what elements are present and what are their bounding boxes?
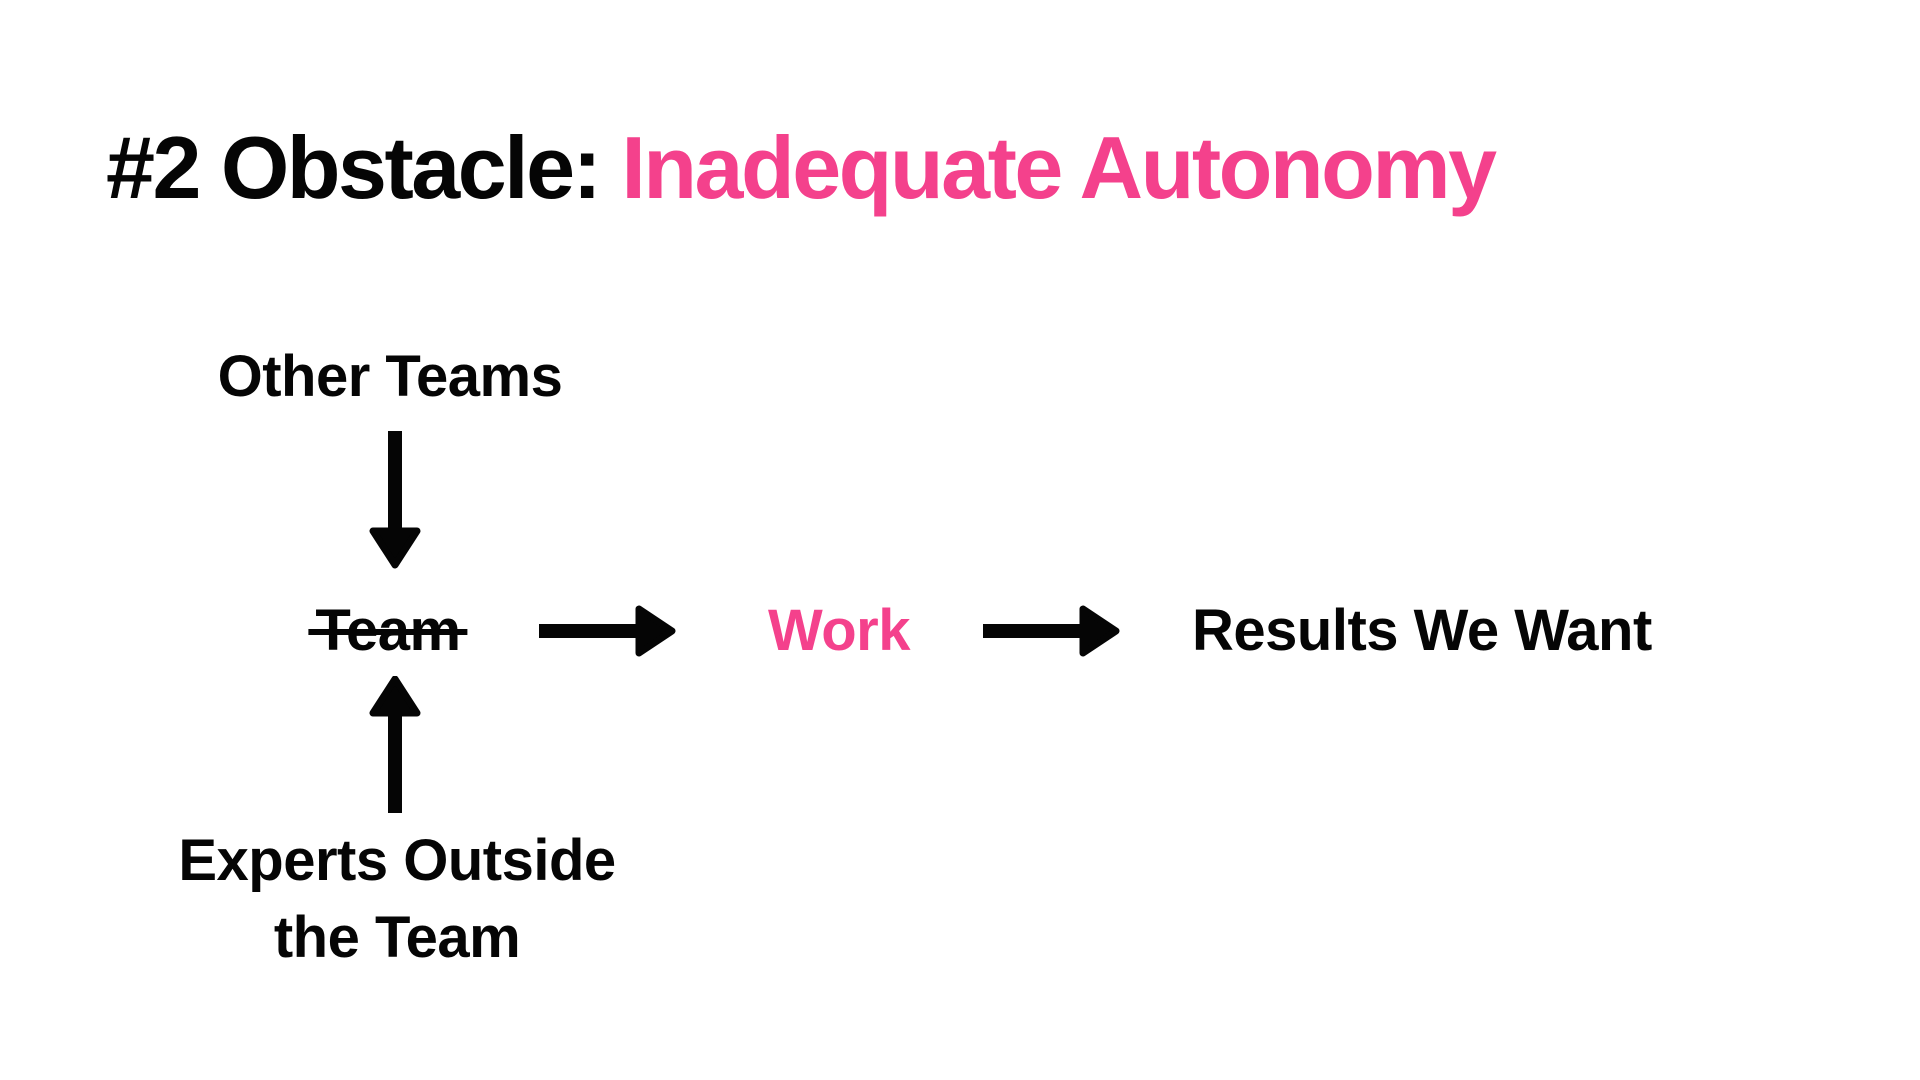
diagram-node-work: Work [768, 598, 910, 663]
diagram-node-other-teams: Other Teams [217, 344, 563, 409]
title-prefix: #2 Obstacle: [106, 118, 622, 217]
diagram-node-experts-outside-team: Experts Outside the Team [178, 822, 616, 976]
diagram-node-team: Team [308, 598, 468, 663]
title-highlight: Inadequate Autonomy [621, 118, 1497, 217]
arrow-right-icon [983, 605, 1120, 657]
experts-label-line1: Experts Outside [178, 827, 616, 893]
slide-title: #2 Obstacle: Inadequate Autonomy [106, 124, 1497, 212]
arrow-right-icon [539, 605, 676, 657]
arrow-up-icon [369, 676, 421, 813]
experts-label-line2: the Team [273, 905, 521, 970]
diagram-node-results-we-want: Results We Want [1192, 598, 1652, 663]
arrow-down-icon [369, 431, 421, 569]
